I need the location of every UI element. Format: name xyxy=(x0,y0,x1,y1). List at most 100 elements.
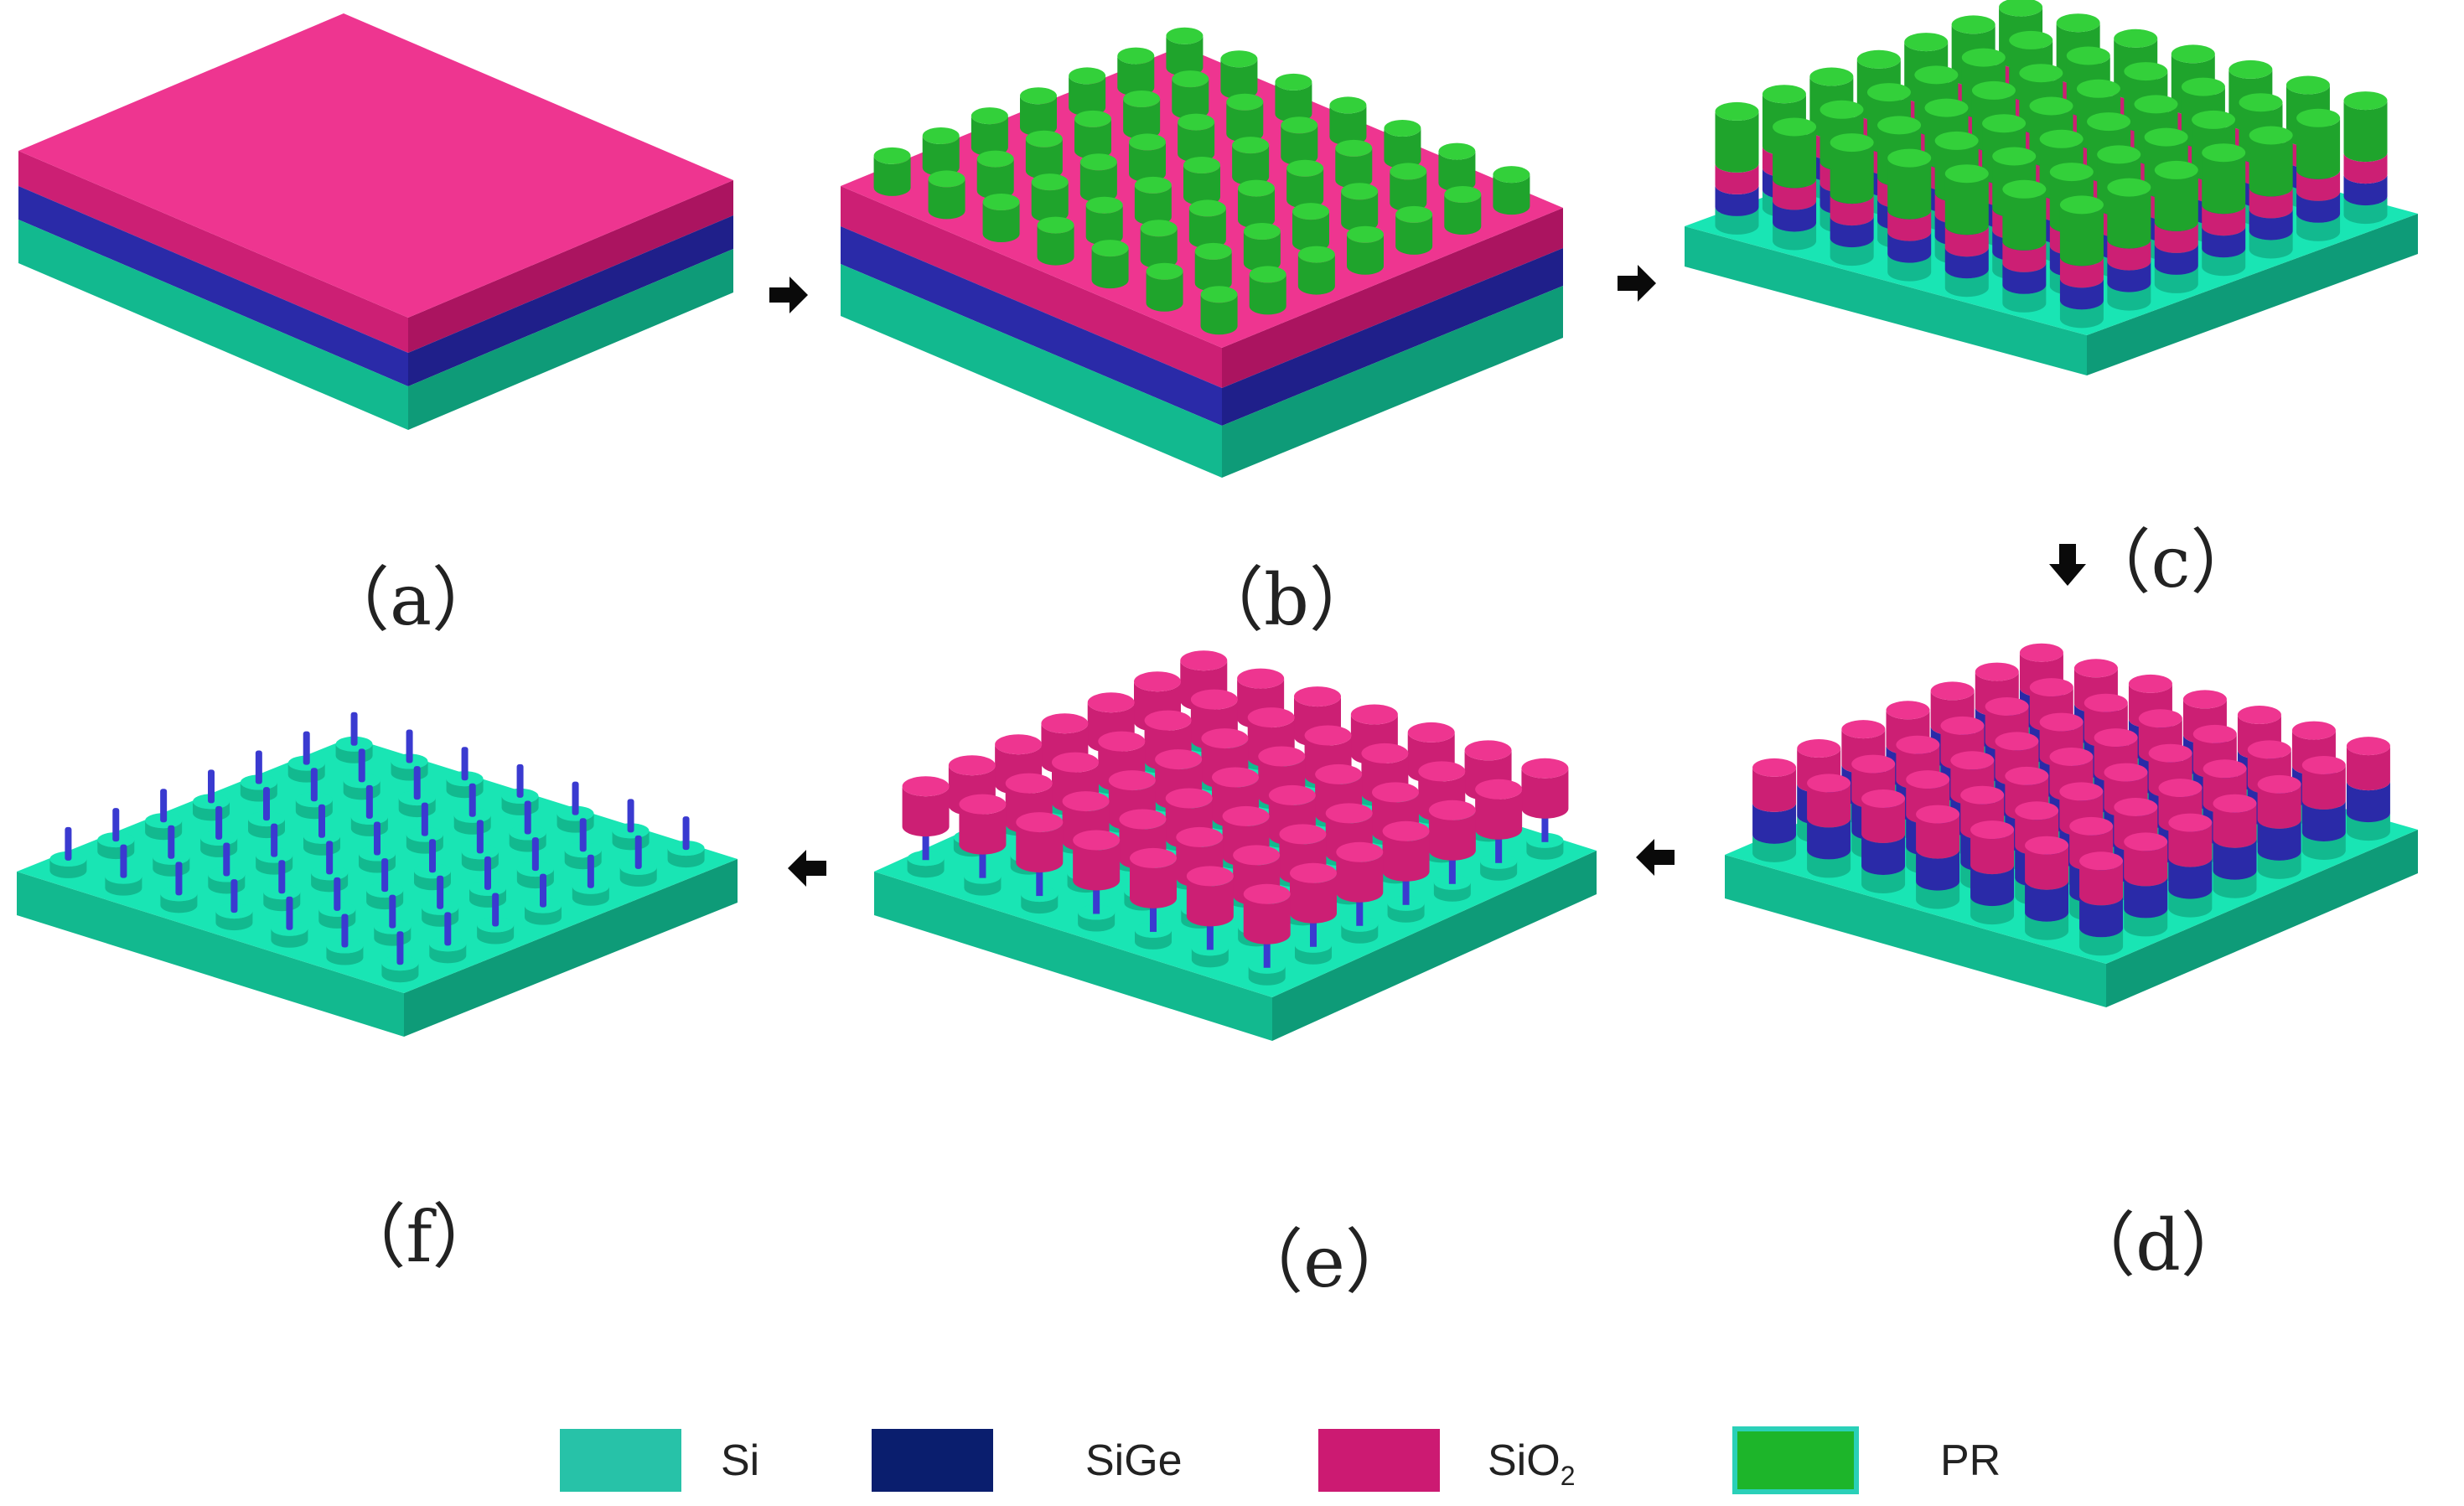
cap-e-0-3-cap xyxy=(1350,704,1398,725)
wire-f-5-1 xyxy=(168,825,175,859)
pr-dot-b-2-5-cap xyxy=(1341,183,1379,200)
pillar-d-4-5-cap xyxy=(2114,798,2158,816)
pillar-d-3-1-cap xyxy=(1940,716,1985,735)
pillar-c-1-2-cap xyxy=(2066,46,2110,65)
arrow-d-to-e xyxy=(1636,839,1675,876)
pillar-d-1-5-cap xyxy=(2247,740,2291,759)
wire-f-0-2 xyxy=(461,747,468,781)
pr-dot-b-4-5-seg-0 xyxy=(1243,231,1281,272)
substrate-c-layer-0-front-left xyxy=(1685,226,2087,375)
pr-dot-b-6-2-seg-0 xyxy=(982,202,1020,242)
wire-f-3-2 xyxy=(318,804,325,838)
pillar-c-5-0-cap xyxy=(1762,85,1806,104)
pr-dot-b-2-3-seg-0 xyxy=(1232,145,1270,186)
pillar-c-0-6-cap xyxy=(2343,91,2388,111)
wire-f-2-4 xyxy=(476,820,484,854)
pillar-c-6-3-cap xyxy=(1887,148,1932,168)
pr-dot-b-5-4-cap xyxy=(1140,220,1178,237)
wire-e-6-3 xyxy=(1093,873,1100,914)
pr-dot-b-3-1-cap xyxy=(1074,110,1111,127)
pillar-d-3-6-cap xyxy=(2213,794,2257,813)
cap-e-6-1-cap xyxy=(959,794,1007,815)
pillar-c-1-6-cap xyxy=(2296,108,2341,127)
cap-e-1-2-cap xyxy=(1247,707,1295,728)
stack-a-layer-0-front-right xyxy=(408,180,733,353)
pillar-d-0-2-cap xyxy=(2128,674,2172,693)
pr-dot-b-3-0-seg-0 xyxy=(1020,96,1057,137)
pillar-d-2-0-cap xyxy=(1930,681,1975,701)
cap-e-0-6-cap xyxy=(1521,758,1569,779)
wire-f-3-6 xyxy=(540,873,546,908)
panel-label-e: （e） xyxy=(1233,1221,1416,1303)
pillar-c-6-6-seg-2 xyxy=(2059,256,2104,288)
pr-dot-b-3-3-cap xyxy=(1183,157,1220,173)
pr-dot-b-6-6-seg-0 xyxy=(1200,294,1238,335)
pillar-d-6-3-seg-0 xyxy=(1916,881,1960,909)
pillar-c-1-6-seg-2 xyxy=(2296,169,2341,201)
pr-dot-b-5-6-cap xyxy=(1249,266,1286,283)
legend-swatch-si xyxy=(560,1429,681,1492)
pillar-c-1-6-seg-1 xyxy=(2296,191,2341,223)
pr-dot-b-5-0-cap xyxy=(922,127,960,144)
cap-e-6-5-seg-0 xyxy=(1186,876,1234,927)
substrate-d-layer-0-front-left xyxy=(1725,855,2106,1007)
cap-e-0-4-cap xyxy=(1407,722,1455,743)
pillar-c-1-1-cap xyxy=(2009,30,2053,49)
pillar-c-1-5-cap xyxy=(2239,93,2283,112)
panel-b-pr-pattern xyxy=(841,27,1563,478)
pillar-d-1-6-seg-2 xyxy=(2301,765,2346,810)
cap-e-5-1-cap xyxy=(1005,773,1053,794)
pr-dot-b-5-3-cap xyxy=(1085,196,1123,214)
pillar-c-6-6-seg-0 xyxy=(2059,300,2104,329)
panel-label-f: （f） xyxy=(335,1196,502,1278)
pillar-c-4-6-seg-0 xyxy=(2154,265,2198,293)
pillar-d-1-2-cap xyxy=(2084,693,2128,712)
stack-b-layer-2-front-right xyxy=(1222,286,1563,478)
cap-e-2-1-cap xyxy=(1144,710,1192,731)
pillar-d-3-6-seg-0 xyxy=(2213,870,2257,898)
base-e-4-6-seg-0 xyxy=(1341,924,1379,944)
pillar-c-4-2-cap xyxy=(1924,98,1969,117)
wire-f-5-2 xyxy=(223,842,230,877)
pillar-c-2-1-cap xyxy=(1961,48,2006,67)
wire-f-2-2 xyxy=(365,784,373,819)
pr-dot-b-2-6-cap xyxy=(1395,205,1433,223)
pr-dot-b-4-3-seg-0 xyxy=(1134,184,1172,225)
panel-label-a: （a） xyxy=(319,559,502,641)
pr-dot-b-6-0-cap xyxy=(873,147,911,164)
pillar-d-2-6-cap xyxy=(2257,774,2301,794)
pr-dot-b-1-6-seg-0 xyxy=(1444,194,1482,235)
pillar-d-0-6-seg-0 xyxy=(2346,813,2390,841)
pillar-c-6-1-seg-1 xyxy=(1773,200,1817,232)
wire-f-6-6 xyxy=(396,931,404,965)
pr-dot-b-0-3-seg-0 xyxy=(1329,105,1367,146)
panel-label-c: （c） xyxy=(2080,521,2260,603)
wire-f-6-2 xyxy=(175,862,183,896)
pillar-d-3-6-seg-2 xyxy=(2213,803,2257,848)
pr-dot-b-0-2-cap xyxy=(1275,73,1312,91)
pillar-c-3-6-seg-1 xyxy=(2202,226,2246,258)
panel-a-layer-stack xyxy=(18,13,733,430)
pillar-d-6-4-seg-0 xyxy=(1970,897,2015,925)
pillar-c-3-4-cap xyxy=(2087,112,2131,132)
pillar-c-5-6-seg-1 xyxy=(2107,261,2151,292)
pr-dot-b-0-4-cap xyxy=(1384,120,1421,137)
cap-e-6-2-cap xyxy=(1016,812,1064,833)
pillar-d-5-3-cap xyxy=(1960,785,2005,805)
pr-dot-b-0-5-cap xyxy=(1438,142,1476,160)
pr-dot-b-2-0-cap xyxy=(1069,67,1106,85)
panel-d-pr-removed xyxy=(1725,643,2418,1007)
pillar-c-5-6-cap xyxy=(2107,178,2151,197)
pillar-d-6-4-seg-1 xyxy=(1970,865,2015,907)
pr-dot-b-3-0-cap xyxy=(1020,87,1057,105)
pr-dot-b-4-4-seg-0 xyxy=(1188,208,1226,249)
base-f-3-6-seg-0 xyxy=(525,905,562,925)
cap-e-4-3-cap xyxy=(1165,788,1213,809)
pillar-d-1-6-seg-0 xyxy=(2301,832,2346,860)
pr-dot-b-0-2-seg-0 xyxy=(1275,81,1312,122)
pr-dot-b-1-1-cap xyxy=(1172,70,1209,88)
pillar-d-2-4-cap xyxy=(2148,743,2192,763)
pillar-c-6-1-seg-2 xyxy=(1773,179,1817,210)
wire-e-6-4 xyxy=(1150,891,1157,932)
pr-dot-b-4-0-cap xyxy=(971,107,1008,125)
